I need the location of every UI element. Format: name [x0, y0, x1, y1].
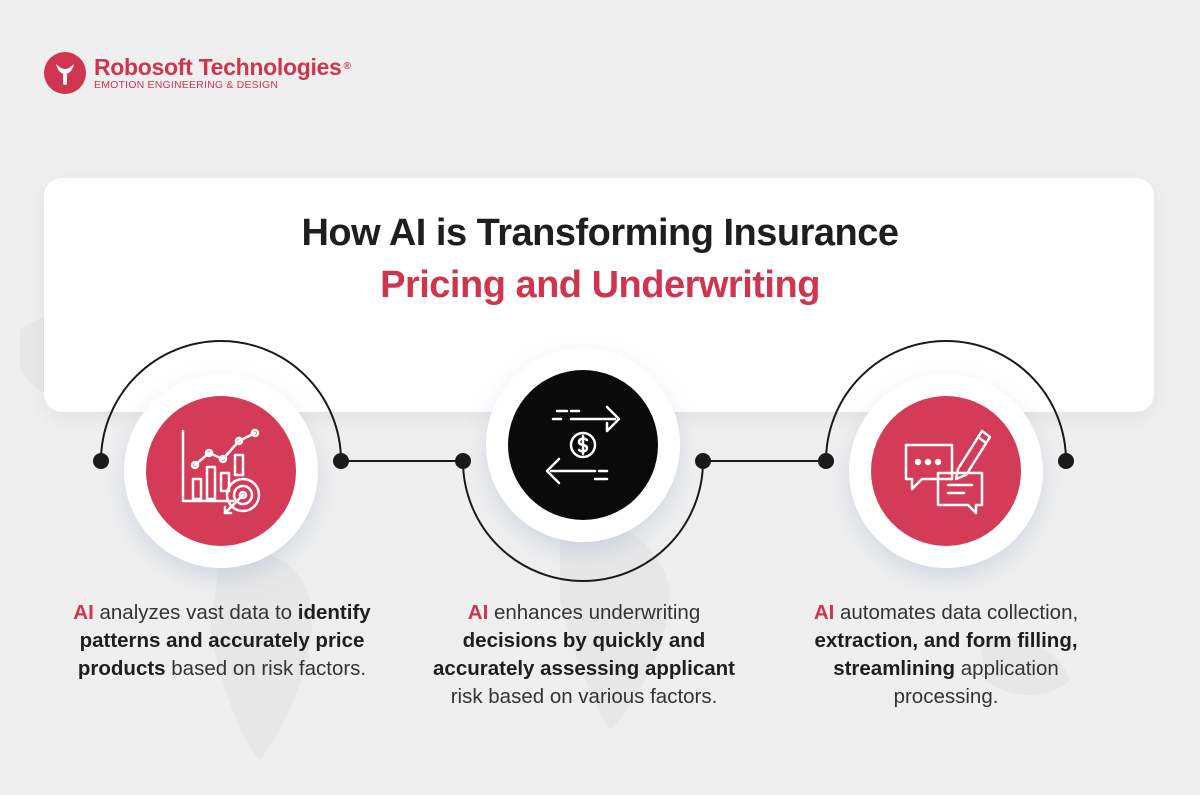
- dot: [93, 453, 109, 469]
- step-3-badge: [849, 374, 1043, 568]
- dot: [695, 453, 711, 469]
- dot: [818, 453, 834, 469]
- dot: [1058, 453, 1074, 469]
- dot: [455, 453, 471, 469]
- arc-right: [825, 340, 1067, 462]
- step-1-badge: [124, 374, 318, 568]
- brand-logo[interactable]: Robosoft Technologies® EMOTION ENGINEERI…: [44, 52, 351, 94]
- step-3-caption: AI automates data collection, extraction…: [813, 601, 1079, 708]
- brand-tagline: EMOTION ENGINEERING & DESIGN: [94, 79, 279, 91]
- analytics-chart-target-icon: [181, 428, 261, 515]
- step-1-caption: AI analyzes vast data to identify patter…: [73, 601, 371, 680]
- arc-middle: [462, 460, 704, 582]
- step-2-badge: [486, 348, 680, 542]
- step-2-caption: AI enhances underwriting decisions by qu…: [433, 601, 735, 708]
- brand-name: Robosoft Technologies®: [94, 54, 351, 80]
- title-line-1: How AI is Transforming Insurance: [301, 212, 899, 254]
- currency-exchange-arrows-icon: [545, 405, 621, 485]
- title-line-2: Pricing and Underwriting: [380, 264, 820, 306]
- dot: [333, 453, 349, 469]
- chat-document-pen-icon: [904, 429, 992, 515]
- arc-left: [100, 340, 342, 462]
- robosoft-logo-icon: [44, 52, 86, 94]
